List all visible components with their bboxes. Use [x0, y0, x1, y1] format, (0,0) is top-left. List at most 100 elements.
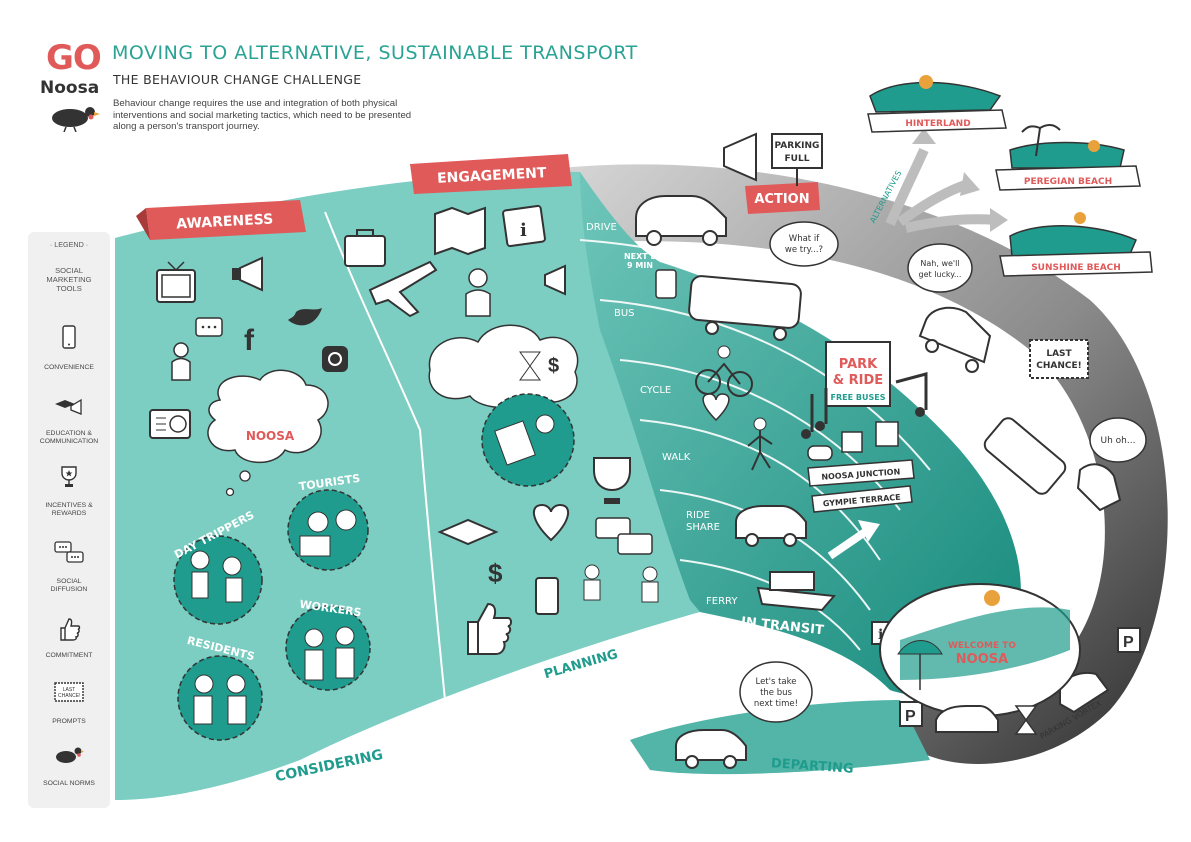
parking-sign-left: P	[899, 701, 923, 727]
planning-label: PLANNING	[542, 647, 619, 682]
in-transit-label: IN TRANSIT	[740, 615, 824, 639]
white-arrow	[827, 526, 871, 560]
radio-icon	[149, 409, 191, 439]
logo-go: GO	[46, 38, 102, 78]
bus-road-icon	[983, 417, 1067, 495]
instagram-icon	[322, 346, 348, 372]
legend-title: · LEGEND ·	[49, 240, 89, 249]
svg-text:$: $	[488, 558, 503, 588]
next-bus-line2: 9 MIN	[627, 261, 653, 270]
parking-vortex-label: PARKING VORTEX	[1038, 698, 1103, 741]
mode-cycle: CYCLE	[640, 385, 671, 396]
lets-take-line3: next time!	[754, 699, 798, 709]
action-ribbon: ACTION	[745, 182, 820, 214]
what-if-line1: What if	[789, 234, 820, 244]
megaphone-icon	[232, 256, 263, 292]
destination-sunshine: SUNSHINE BEACH	[1031, 263, 1121, 273]
car-road-3-icon	[1059, 672, 1110, 714]
facebook-icon: f	[244, 324, 255, 357]
mode-ride-share-line1: RIDE	[686, 510, 710, 521]
hinterland-banner	[867, 75, 1007, 133]
music-note-icon	[801, 372, 928, 439]
parking-sign-right: P	[1117, 627, 1141, 653]
car-drive-icon	[635, 195, 727, 246]
workers-label: WORKERS	[299, 598, 363, 620]
legend-label-convenience: CONVENIENCE	[44, 364, 94, 371]
svg-text:$: $	[548, 355, 559, 377]
parking-full-sign	[771, 133, 823, 186]
svg-text:f: f	[244, 324, 255, 357]
nah-bubble	[907, 243, 973, 293]
tourists-label: TOURISTS	[298, 472, 361, 493]
gympie-terrace-label: GYMPIE TERRACE	[823, 493, 902, 509]
engagement-label: ENGAGEMENT	[437, 165, 548, 187]
ferry-icon	[756, 571, 836, 612]
thumbs-up-scene-icon	[467, 602, 512, 655]
hourglass-icon	[1014, 705, 1038, 735]
megaphone-small-icon	[544, 264, 566, 296]
sunshine-banner	[999, 212, 1153, 277]
mode-walk: WALK	[662, 452, 691, 463]
planning-thought-cloud: $	[428, 324, 579, 409]
svg-text:P: P	[1123, 634, 1134, 651]
tourists-group	[287, 489, 369, 571]
residents-label: RESIDENTS	[186, 634, 256, 663]
uh-oh-text: Uh oh...	[1101, 436, 1136, 446]
last-chance-sign-icon	[54, 682, 84, 702]
thumbs-up-icon	[60, 618, 81, 641]
day-trippers-group	[173, 535, 263, 625]
twitter-icon	[288, 308, 322, 326]
bus-icon	[688, 275, 802, 341]
legend-label-social-norms: SOCIAL NORMS	[43, 780, 95, 787]
trophy-scene-icon	[593, 457, 631, 504]
intro-text: Behaviour change requires the use and in…	[113, 98, 412, 132]
lets-take-line2: the bus	[760, 688, 792, 698]
person-icon	[171, 342, 191, 381]
last-chance-line2: CHANCE!	[1036, 361, 1082, 371]
alternatives-label: ALTERNATIVES	[868, 169, 903, 224]
turkey-logo-icon	[52, 107, 100, 132]
awareness-label: AWARENESS	[176, 211, 274, 232]
map-icon	[434, 206, 486, 256]
parking-full-line1: PARKING	[775, 141, 820, 151]
megaphone-action-icon	[723, 132, 757, 182]
svg-text:P: P	[905, 708, 916, 725]
what-if-bubble	[769, 221, 839, 267]
svg-text:i: i	[878, 627, 883, 643]
mode-ferry: FERRY	[706, 596, 738, 607]
mode-drive: DRIVE	[586, 222, 617, 233]
car-road-2-icon	[1076, 463, 1122, 512]
nah-line2: get lucky...	[919, 270, 962, 279]
legend-label-social-diffusion: SOCIAL DIFFUSION	[50, 578, 88, 593]
noosa-cloud-label: NOOSA	[246, 429, 295, 443]
speech-bubbles-icon	[54, 541, 84, 563]
next-bus-sign	[655, 269, 677, 299]
cyclist-icon	[695, 345, 753, 397]
departing-label: DEPARTING	[770, 756, 854, 777]
legend-heading: SOCIAL MARKETING TOOLS	[46, 266, 92, 293]
info-sign-icon: i	[871, 621, 893, 645]
welcome-beach-scene	[879, 583, 1081, 717]
legend-label-commitment: COMMITMENT	[45, 652, 93, 659]
legend-label-prompts: PROMPTS	[52, 718, 86, 725]
walker-icon	[747, 417, 773, 471]
residents-group	[177, 655, 263, 741]
awareness-ribbon: AWARENESS	[136, 200, 306, 240]
suitcase-icon	[344, 229, 386, 267]
next-bus-line1: NEXT BUS:	[624, 252, 672, 261]
phone-icon	[62, 325, 76, 349]
legend-panel: · LEGEND · SOCIAL MARKETING TOOLS CONVEN…	[28, 232, 110, 808]
park-ride-line2: & RIDE	[833, 373, 883, 388]
graduation-megaphone-icon	[55, 398, 82, 415]
food-drink-icons	[807, 421, 899, 461]
person-headset-icon	[465, 268, 491, 317]
lets-take-bubble	[739, 661, 813, 723]
last-chance-line1: LAST	[1046, 349, 1072, 359]
trophy-icon	[61, 466, 77, 487]
noosa-junction-label: NOOSA JUNCTION	[821, 467, 900, 481]
destination-peregian: PEREGIAN BEACH	[1024, 177, 1112, 187]
people-pair-icon	[583, 564, 659, 603]
tv-icon	[156, 261, 196, 303]
day-trippers-label: DAY TRIPPERS	[172, 508, 256, 561]
chat-bubbles-scene-icon	[595, 517, 653, 555]
